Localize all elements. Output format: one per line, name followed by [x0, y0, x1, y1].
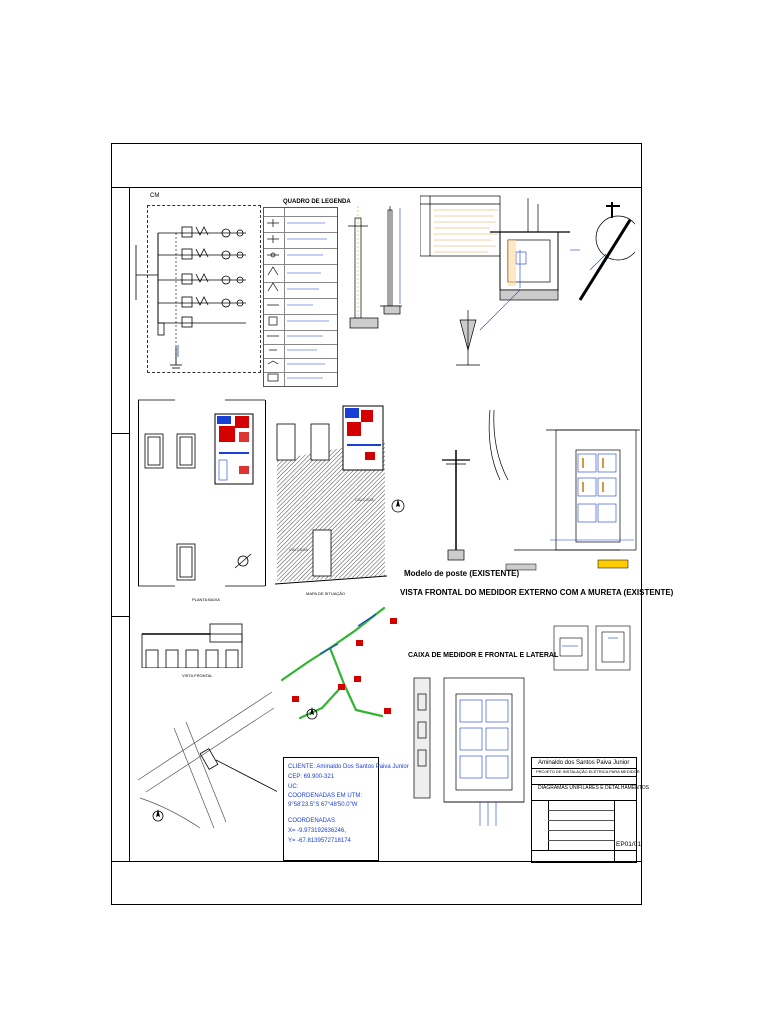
title-project: PROJETO DE INSTALAÇÃO ELÉTRICA PARA MEDI… — [536, 769, 640, 774]
meter-box-front-side — [413, 677, 525, 826]
coords-title: COORDENADAS — [288, 818, 336, 824]
top-band-divider — [111, 187, 642, 188]
coord-y: Y= -67.8139572718174 — [288, 838, 351, 844]
client-cep: CEP: 69.900-321 — [288, 774, 335, 780]
front-view-caption: VISTA FRONTAL DO MEDIDOR EXTERNO COM A M… — [400, 588, 674, 597]
client-info-box: CLIENTE: Aminaldo Dos Santos Paiva Junio… — [283, 757, 409, 861]
diagram-label: CM — [150, 193, 160, 199]
location-map — [137, 691, 277, 829]
sidewalk-label-2: CALÇADA — [289, 547, 308, 552]
facade-elevation — [141, 623, 243, 668]
site-plan — [138, 399, 265, 587]
facade-caption: VISTA FRONTAL — [182, 673, 213, 678]
left-margin-line — [129, 187, 130, 861]
sidewalk-label-1: CALÇADA — [355, 497, 374, 502]
situation-map-caption: MAPA DE SITUAÇÃO — [306, 591, 346, 596]
sheet-number: EP01/01 — [616, 841, 641, 848]
utm-title: COORDENADAS EM UTM: — [288, 793, 363, 799]
meter-box-caption: CAIXA DE MEDIDOR E FRONTAL E LATERAL — [408, 652, 559, 659]
utm-value: 9°58'23.5"S 67°48'50.0"W — [288, 802, 358, 808]
legend-symbols — [267, 219, 329, 382]
meter-box-small-details — [553, 625, 631, 671]
margin-tick-2 — [111, 616, 129, 617]
title-drawing: DIAGRAMAS UNIFILARES E DETALHAMENTOS — [538, 785, 649, 791]
pole-and-meter-wall — [442, 409, 640, 571]
coord-x: X= -9.973192636246, — [288, 828, 346, 834]
bottom-band-divider — [111, 861, 642, 862]
client-uc: UC: — [288, 784, 299, 790]
title-owner: Aminaldo dos Santos Paiva Junior — [538, 760, 630, 766]
margin-tick-1 — [111, 433, 129, 434]
legend-table — [263, 207, 338, 387]
pole-elevation-detail — [348, 206, 402, 329]
drawing-sheet — [111, 143, 642, 905]
north-arrow-icon — [391, 499, 405, 513]
client-name: CLIENTE: Aminaldo Dos Santos Paiva Junio… — [288, 764, 409, 770]
situation-map — [275, 405, 387, 585]
meter-box-installation-detail — [420, 195, 635, 366]
floor-plan-caption: PLANTA BAIXA — [192, 597, 220, 602]
single-line-diagram-frame — [147, 205, 261, 373]
single-line-diagram — [135, 226, 246, 369]
network-route-map — [280, 606, 397, 720]
site-plan-frame — [138, 400, 266, 586]
pole-model-caption: Modelo de poste (EXISTENTE) — [404, 569, 520, 578]
title-block: Aminaldo dos Santos Paiva Junior PROJETO… — [531, 757, 649, 863]
legend-title: QUADRO DE LEGENDA — [283, 199, 351, 205]
